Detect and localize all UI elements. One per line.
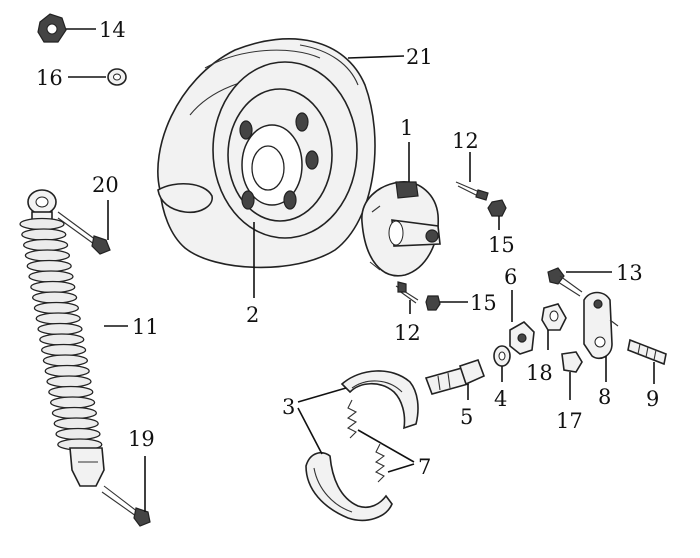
- label-13: 13: [616, 261, 643, 285]
- label-21: 21: [406, 45, 433, 69]
- label-1: 1: [400, 116, 413, 140]
- spring-coil: [39, 333, 85, 346]
- label-9: 9: [646, 387, 659, 411]
- spring-coil: [40, 343, 87, 357]
- label-17: 17: [556, 409, 583, 433]
- part-21-brake-drum: [157, 38, 376, 269]
- label-12-top: 12: [452, 129, 479, 153]
- part-6-brake-cam: [509, 321, 535, 355]
- label-3: 3: [282, 395, 295, 419]
- leader-7a: [357, 429, 415, 463]
- part-19-bolt: [101, 485, 151, 527]
- part-15-nut-middle: [425, 295, 441, 311]
- part-4-seal: [493, 345, 511, 367]
- spring-coil: [24, 249, 71, 262]
- leader-3a: [297, 387, 347, 403]
- leader-7b: [387, 463, 415, 473]
- spring-coil: [46, 375, 92, 388]
- label-7: 7: [418, 455, 431, 479]
- part-7-springs: [346, 399, 386, 483]
- part-3-brake-shoes: [305, 370, 419, 522]
- part-5-cam-shaft: [424, 358, 486, 395]
- label-15-top: 15: [488, 233, 515, 257]
- part-16-washer: [107, 68, 127, 86]
- leader-3b: [297, 407, 323, 455]
- part-1-brake-panel: [361, 181, 441, 277]
- spring-coil: [35, 312, 81, 325]
- spring-coil: [28, 270, 74, 283]
- label-14: 14: [99, 18, 126, 42]
- spring-coil: [31, 291, 78, 304]
- part-15-nut-top: [487, 199, 507, 217]
- spring-coil: [21, 228, 67, 241]
- part-17-block: [561, 351, 583, 373]
- label-12-middle: 12: [394, 321, 421, 345]
- part-20-bolt: [57, 211, 111, 255]
- spring-coil: [55, 427, 101, 441]
- part-12-stud-top: [455, 181, 489, 201]
- label-15-middle: 15: [470, 291, 497, 315]
- part-8-brake-arm: [583, 291, 619, 360]
- spring-coil: [33, 301, 80, 315]
- label-4: 4: [494, 387, 507, 411]
- part-11-shock-absorber: [19, 189, 105, 487]
- leader-21: [347, 55, 405, 59]
- part-14-nut: [37, 13, 67, 43]
- spring-coil: [30, 280, 76, 294]
- part-18-bushing: [541, 303, 567, 331]
- label-6: 6: [504, 265, 517, 289]
- label-5: 5: [460, 405, 473, 429]
- label-19: 19: [128, 427, 155, 451]
- spring-coil: [19, 217, 65, 231]
- spring-coil: [42, 354, 89, 367]
- label-2: 2: [246, 303, 259, 327]
- part-13-bolt: [547, 267, 583, 297]
- label-8: 8: [598, 385, 611, 409]
- spring-coil: [26, 259, 72, 273]
- label-11: 11: [132, 315, 159, 339]
- label-16: 16: [36, 66, 63, 90]
- spring-coil: [22, 238, 69, 252]
- spring-coil: [53, 417, 99, 430]
- part-9-pin: [627, 338, 667, 366]
- label-18: 18: [526, 361, 553, 385]
- spring-coil: [49, 396, 96, 409]
- spring-coil: [51, 406, 98, 420]
- spring-coil: [48, 385, 94, 399]
- spring-coil: [44, 364, 90, 378]
- label-20: 20: [92, 173, 119, 197]
- spring-coil: [37, 322, 83, 336]
- part-12-stud-middle: [395, 281, 419, 304]
